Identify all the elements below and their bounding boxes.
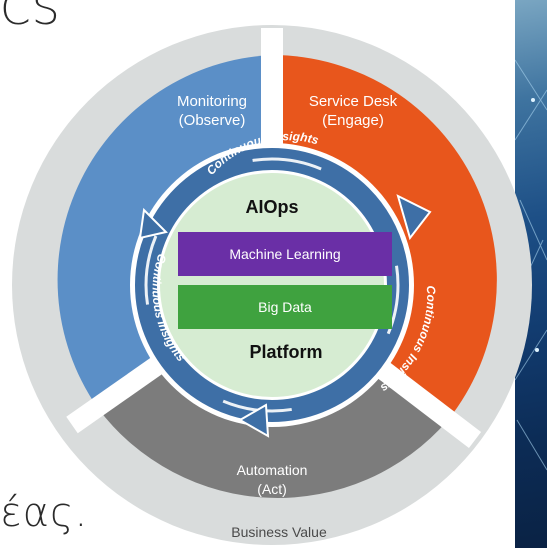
slide-text-fragment-top: CS [0, 0, 61, 35]
business-value-label: Business Value [231, 524, 327, 540]
platform-subtitle: Platform [249, 342, 322, 362]
big-data-label: Big Data [258, 299, 312, 315]
arrow-head-top-right-icon [396, 194, 432, 241]
arrow-head-bottom-icon [237, 403, 270, 438]
service-desk-label: Service Desk [309, 93, 398, 110]
machine-learning-bar [178, 232, 392, 276]
automation-label: Automation [237, 462, 308, 478]
automation-sublabel: (Act) [257, 481, 287, 497]
aiops-title: AIOps [245, 197, 298, 217]
machine-learning-label: Machine Learning [229, 246, 340, 262]
service-desk-sublabel: (Engage) [322, 112, 384, 129]
arrow-head-left-icon [138, 207, 168, 240]
monitoring-sublabel: (Observe) [179, 112, 246, 129]
big-data-bar [178, 285, 392, 329]
slide-text-fragment-bottom: έας. [0, 490, 89, 536]
monitoring-label: Monitoring [177, 93, 247, 110]
